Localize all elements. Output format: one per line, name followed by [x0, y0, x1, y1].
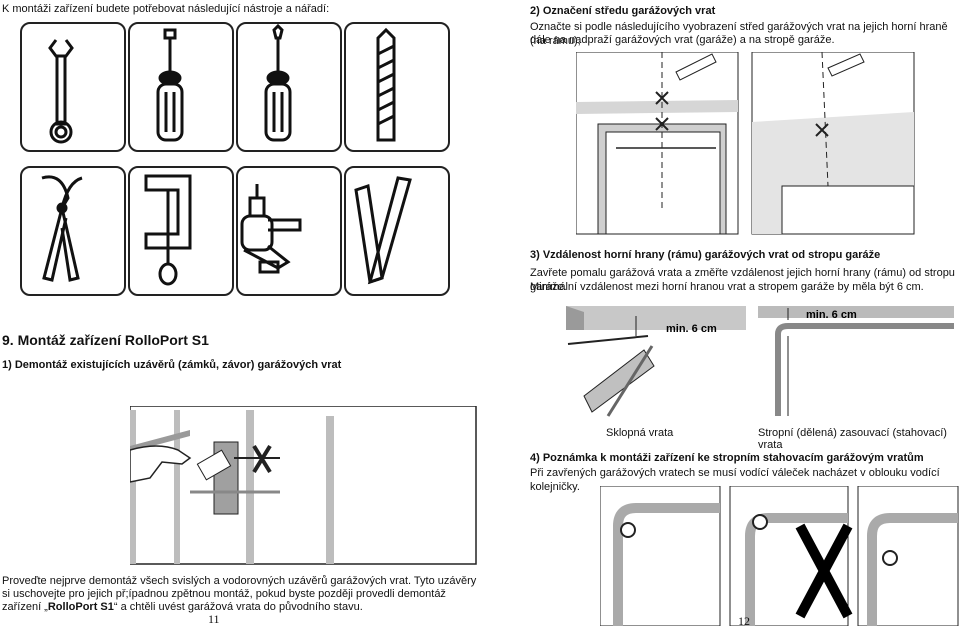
step1-text-line1: Proveďte nejprve demontáž všech svislých… — [2, 575, 477, 587]
tool-card-drill — [236, 166, 342, 296]
page-number-left: 11 — [208, 612, 220, 626]
min-label-2: min. 6 cm — [806, 309, 857, 321]
tool-card-wrench — [20, 22, 126, 152]
screwdriver-phillips-icon — [264, 23, 292, 142]
caption-tilt-door: Sklopná vrata — [606, 427, 674, 439]
step2-title: 2) Označení středu garážových vrat — [530, 5, 716, 17]
tool-card-phillips-screwdriver — [236, 22, 342, 152]
step2-text-line1: Označte si podle následujícího vyobrazen… — [530, 21, 948, 47]
screwdriver-flat-icon — [156, 28, 184, 142]
section-title: 9. Montáž zařízení RolloPort S1 — [2, 332, 209, 348]
intro-text: K montáži zařízení budete potřebovat nás… — [2, 3, 330, 15]
wrench-icon — [48, 39, 74, 144]
step4-text: Při zavřených garážových vratech se musí… — [530, 467, 940, 493]
clamp-icon — [144, 174, 192, 286]
pliers-icon — [41, 175, 83, 282]
step2-text-line2: dále na nadpraží garážových vrat (garáže… — [530, 34, 835, 46]
cross-mark-icon — [795, 523, 853, 619]
step1-title: 1) Demontáž existujících uzávěrů (zámků,… — [2, 359, 342, 371]
step1-text-line3: zařízení „RolloPort S1“ a chtěli uvést g… — [2, 601, 363, 613]
drill-bit-icon — [376, 27, 396, 142]
center-marking-illustration — [576, 52, 915, 235]
tool-card-flat-screwdriver — [128, 22, 234, 152]
min-label-1: min. 6 cm — [666, 323, 717, 335]
roller-position-illustration — [600, 486, 959, 626]
step3-title: 3) Vzdálenost horní hrany (rámu) garážov… — [530, 249, 881, 261]
tool-card-pliers — [20, 166, 126, 296]
step3-text-line2: Minimální vzdálenost mezi horní hranou v… — [530, 281, 924, 293]
tool-card-clamp — [128, 166, 234, 296]
drill-icon — [240, 184, 302, 274]
folding-rule-icon — [354, 176, 412, 285]
tilt-door-illustration: min. 6 cm — [566, 306, 746, 417]
page-number-right: 12 — [738, 614, 750, 628]
sectional-door-illustration: min. 6 cm — [758, 306, 954, 416]
tool-card-drill-bit — [344, 22, 450, 152]
step4-title: 4) Poznámka k montáži zařízení ke stropn… — [530, 452, 924, 464]
step3-text-line1: Zavřete pomalu garážová vrata a změřte v… — [530, 267, 955, 293]
step1-text-line2: si uschovejte pro jejich př;ípadnou zpět… — [2, 588, 446, 600]
caption-sectional-door: Stropní (dělená) zasouvací (stahovací) v… — [758, 427, 947, 451]
tool-card-folding-rule — [344, 166, 450, 296]
door-locks-illustration — [130, 406, 477, 565]
